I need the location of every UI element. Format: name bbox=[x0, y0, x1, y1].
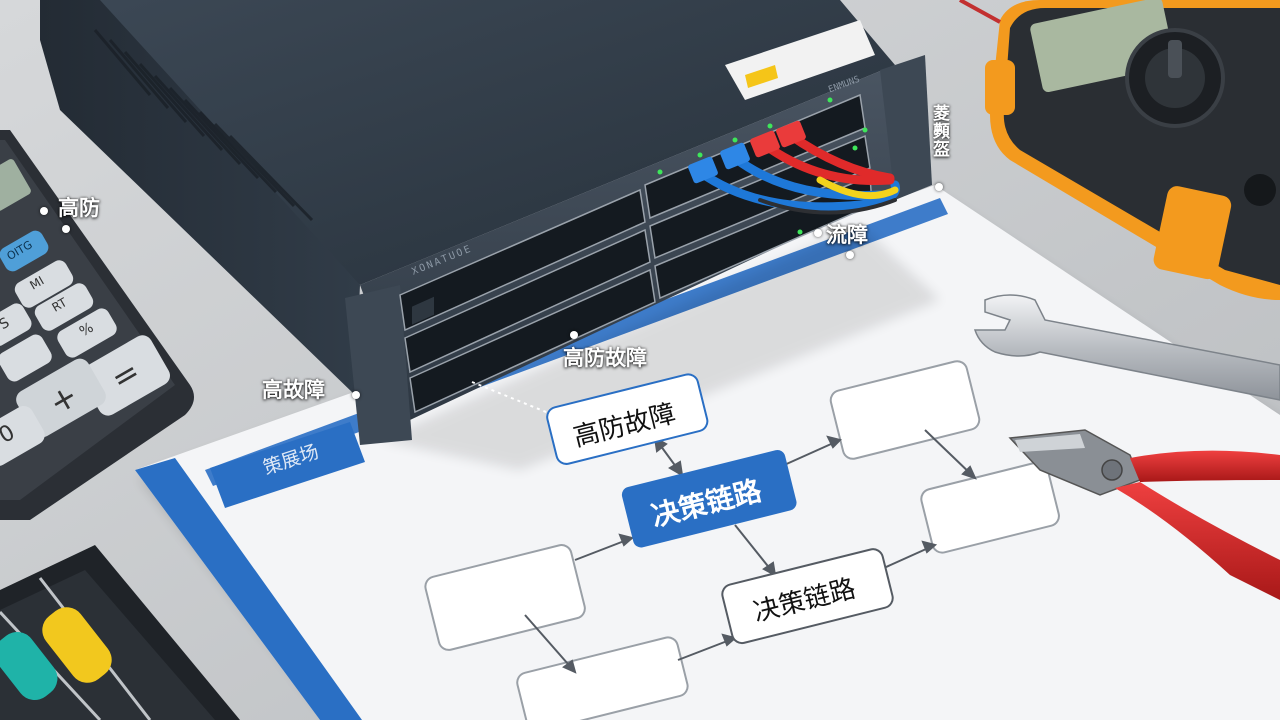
ethernet-plugs bbox=[688, 120, 806, 184]
flow-box-empty bbox=[829, 360, 981, 460]
callout-left-top: 高防 bbox=[58, 196, 100, 220]
calculator-keys bbox=[0, 230, 170, 467]
port-slots bbox=[412, 296, 434, 325]
multimeter bbox=[959, 0, 1280, 300]
ethernet-cables bbox=[695, 130, 900, 215]
flowchart bbox=[424, 360, 1106, 720]
leader-line bbox=[471, 381, 557, 417]
flow-box-center bbox=[621, 450, 797, 548]
flow-box-top bbox=[546, 373, 709, 465]
callout-dot bbox=[814, 229, 822, 237]
network-switch bbox=[40, 0, 932, 445]
resistor-tray bbox=[0, 545, 240, 720]
callout-vertical-right: 菱顭盔 bbox=[929, 104, 949, 158]
callout-dot bbox=[62, 225, 70, 233]
callout-dot bbox=[846, 251, 854, 259]
callout-dot bbox=[40, 207, 48, 215]
calculator bbox=[0, 130, 194, 520]
flow-box-lower bbox=[721, 548, 894, 645]
wrench bbox=[973, 294, 1280, 401]
flow-box-empty bbox=[424, 544, 586, 651]
callout-dot bbox=[570, 331, 578, 339]
callout-left-bottom: 高故障 bbox=[262, 378, 325, 402]
flow-box-empty bbox=[920, 461, 1060, 554]
callout-right: 流障 bbox=[826, 223, 868, 247]
callout-dot bbox=[935, 183, 943, 191]
callout-center: 高防故障 bbox=[563, 346, 647, 370]
pliers bbox=[1008, 429, 1280, 600]
callout-dot bbox=[352, 391, 360, 399]
flow-box-empty bbox=[516, 636, 689, 720]
